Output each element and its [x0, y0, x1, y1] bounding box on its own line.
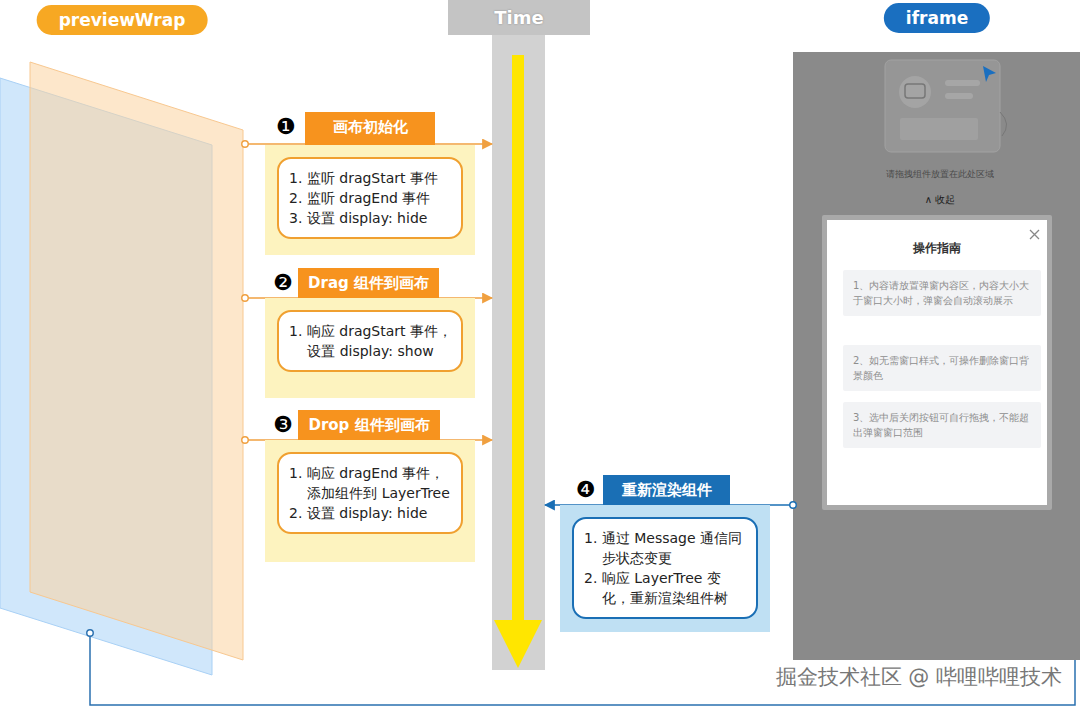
callout-number: ❷ [273, 270, 293, 296]
list-item: 1. 通过 Message 通信同步状态变更 [584, 528, 748, 568]
panel-card: 1. 响应 dragStart 事件，设置 display: show [277, 310, 463, 372]
guide-item: 2、如无需窗口样式，可操作删除窗口背景颜色 [843, 345, 1041, 391]
step-panel: 1. 响应 dragStart 事件，设置 display: show [265, 298, 475, 398]
iframe-panel: 1、内容请放置弹窗内容区，内容大小大于窗口大小时，弹窗会自动滚动展示 2、如无需窗… [793, 52, 1080, 660]
guide-modal: 1、内容请放置弹窗内容区，内容大小大于窗口大小时，弹窗会自动滚动展示 2、如无需窗… [822, 215, 1052, 510]
mock-card [885, 60, 1000, 152]
step-title: 重新渲染组件 [611, 475, 722, 505]
step-title: Drag 组件到画布 [306, 268, 431, 298]
preview-wrap: previewWrap [0, 40, 245, 633]
step-header: 画布初始化 [305, 112, 435, 145]
list-item: 3. 设置 display: hide [289, 208, 453, 228]
list-item: 1. 监听 dragStart 事件 [289, 168, 453, 188]
time-arrow [512, 55, 524, 622]
panel-card: 1. 通过 Message 通信同步状态变更2. 响应 LayerTree 变化… [572, 517, 758, 619]
curve-mark [1000, 112, 1007, 136]
robot-icon [905, 84, 925, 98]
step-panel: 1. 通过 Message 通信同步状态变更2. 响应 LayerTree 变化… [560, 505, 770, 632]
list-item: 2. 设置 display: hide [289, 503, 453, 523]
list-item: 1. 响应 dragEnd 事件，添加组件到 LayerTree [289, 463, 453, 503]
orange-plane [30, 62, 243, 660]
guide-item: 1、内容请放置弹窗内容区，内容大小大于窗口大小时，弹窗会自动滚动展示 [843, 270, 1041, 316]
callout-number: ❸ [273, 412, 293, 438]
list-item: 2. 响应 LayerTree 变化，重新渲染组件树 [584, 568, 748, 608]
node-text: 1、内容请放置弹窗内容区，内容大小大于窗口大小时，弹窗会自动滚动展示 [853, 278, 1031, 308]
mock-line [945, 80, 980, 86]
collapse-text: ∧ 收起 [925, 193, 956, 206]
mock-line [945, 93, 973, 99]
panel-card: 1. 响应 dragEnd 事件，添加组件到 LayerTree2. 设置 di… [277, 452, 463, 534]
time-arrow-head [494, 620, 542, 668]
node-text: 3、选中后关闭按钮可自行拖拽，不能超出弹窗窗口范围 [853, 410, 1031, 440]
panel-card: 1. 监听 dragStart 事件2. 监听 dragEnd 事件3. 设置 … [277, 157, 463, 239]
hint-text: 请拖拽组件放置在此处区域 [886, 168, 994, 180]
watermark: 掘金技术社区 @ 哔哩哔哩技术 [776, 664, 1062, 690]
time-axis: Time [492, 0, 545, 670]
step-title: Drop 组件到画布 [306, 410, 432, 440]
step-header: Drop 组件到画布 [298, 410, 440, 440]
node-text: 2、如无需窗口样式，可操作删除窗口背景颜色 [853, 353, 1031, 383]
callout-number: ❶ [276, 114, 296, 140]
time-bar [492, 35, 545, 670]
guide-item: 3、选中后关闭按钮可自行拖拽，不能超出弹窗窗口范围 [843, 402, 1041, 448]
pill-label: iframe [884, 3, 990, 33]
modal-title: 操作指南 [827, 240, 1047, 256]
cursor-icon [983, 66, 996, 82]
step-panel: 1. 监听 dragStart 事件2. 监听 dragEnd 事件3. 设置 … [265, 145, 475, 255]
step-title: 画布初始化 [313, 112, 427, 142]
callout-number: ❹ [576, 477, 596, 503]
step-header: Drag 组件到画布 [298, 268, 439, 298]
step-panel: 1. 响应 dragEnd 事件，添加组件到 LayerTree2. 设置 di… [265, 440, 475, 562]
iframe-panel [793, 52, 1080, 660]
mock-block [900, 118, 978, 140]
list-item: 1. 响应 dragStart 事件，设置 display: show [289, 321, 453, 361]
mock-avatar [899, 76, 931, 108]
axis-heading: Time [448, 0, 590, 35]
pill-label: previewWrap [37, 5, 208, 35]
connector [90, 633, 1075, 705]
close-icon [1030, 230, 1039, 239]
list-item: 2. 监听 dragEnd 事件 [289, 188, 453, 208]
step-header: 重新渲染组件 [603, 475, 730, 505]
